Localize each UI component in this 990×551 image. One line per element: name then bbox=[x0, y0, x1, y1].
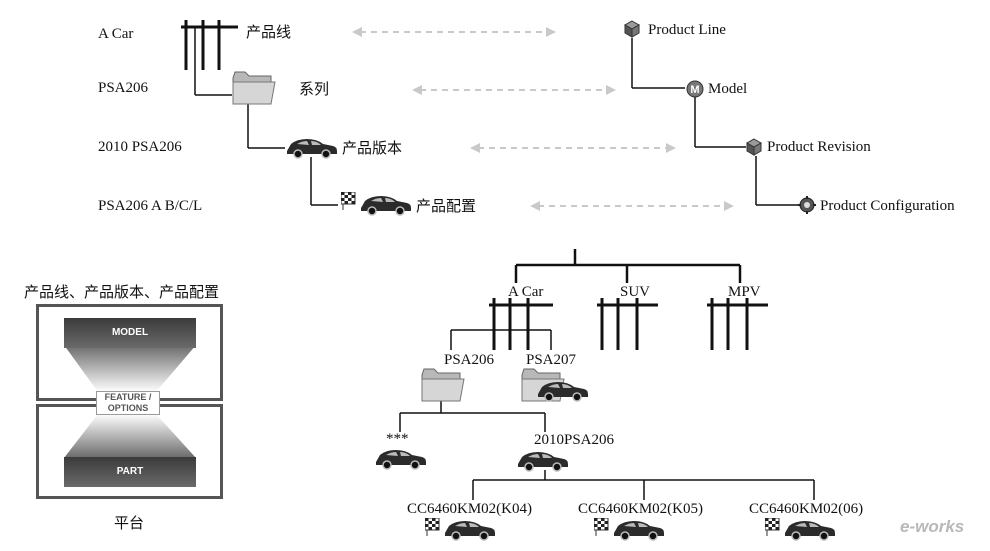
tree-line-suv: SUV bbox=[620, 284, 651, 300]
tree-line-a-car: A Car bbox=[508, 284, 544, 300]
tree-line-mpv: MPV bbox=[728, 284, 761, 300]
tree-revision-2010psa206: 2010PSA206 bbox=[534, 432, 615, 448]
pdm-model: Model bbox=[708, 81, 748, 97]
part-bar: PART bbox=[64, 457, 196, 487]
tree-config-k05: CC6460KM02(K05) bbox=[578, 501, 704, 517]
tree-config-06: CC6460KM02(06) bbox=[749, 501, 864, 517]
watermark: e-works bbox=[900, 517, 965, 536]
checkered-flag-icon bbox=[425, 518, 440, 537]
model-m-icon: M bbox=[686, 80, 704, 98]
row4-name: PSA206 A B/C/L bbox=[98, 198, 203, 214]
tree-model-psa206: PSA206 bbox=[444, 352, 495, 368]
checkered-flag-icon bbox=[765, 518, 780, 537]
tree-model-psa207: PSA207 bbox=[526, 352, 577, 368]
car-icon bbox=[375, 449, 427, 470]
cube-icon bbox=[624, 20, 640, 38]
checkered-flag-icon bbox=[594, 518, 609, 537]
model-bar: MODEL bbox=[64, 318, 196, 348]
revision-cube-icon bbox=[746, 138, 762, 156]
car-icon bbox=[360, 195, 412, 216]
car-icon bbox=[784, 520, 836, 541]
tree-config-k04: CC6460KM02(K04) bbox=[407, 501, 533, 517]
row2-name: PSA206 bbox=[98, 80, 149, 96]
car-icon bbox=[286, 138, 338, 159]
term-product-line: 产品线 bbox=[246, 23, 292, 41]
checkered-flag-icon bbox=[341, 192, 356, 211]
platform-caption: 产品线、产品版本、产品配置 bbox=[24, 283, 220, 301]
term-series: 系列 bbox=[299, 80, 330, 98]
tree-revision-other: *** bbox=[386, 431, 409, 447]
platform-footer: 平台 bbox=[114, 514, 145, 532]
term-product-revision: 产品版本 bbox=[342, 139, 403, 157]
row1-name: A Car bbox=[98, 26, 134, 42]
folder-icon bbox=[232, 71, 276, 105]
term-product-config: 产品配置 bbox=[416, 197, 477, 215]
pdm-product-configuration: Product Configuration bbox=[820, 198, 955, 214]
car-icon bbox=[537, 381, 589, 402]
row3-name: 2010 PSA206 bbox=[98, 139, 182, 155]
config-gear-icon bbox=[798, 196, 816, 214]
car-icon bbox=[613, 520, 665, 541]
folder-icon bbox=[421, 368, 465, 402]
car-icon bbox=[517, 451, 569, 472]
feature-options-label: FEATURE / OPTIONS bbox=[96, 391, 160, 415]
svg-text:M: M bbox=[690, 84, 699, 96]
pdm-product-revision: Product Revision bbox=[767, 139, 871, 155]
car-icon bbox=[444, 520, 496, 541]
pdm-product-line: Product Line bbox=[648, 22, 726, 38]
